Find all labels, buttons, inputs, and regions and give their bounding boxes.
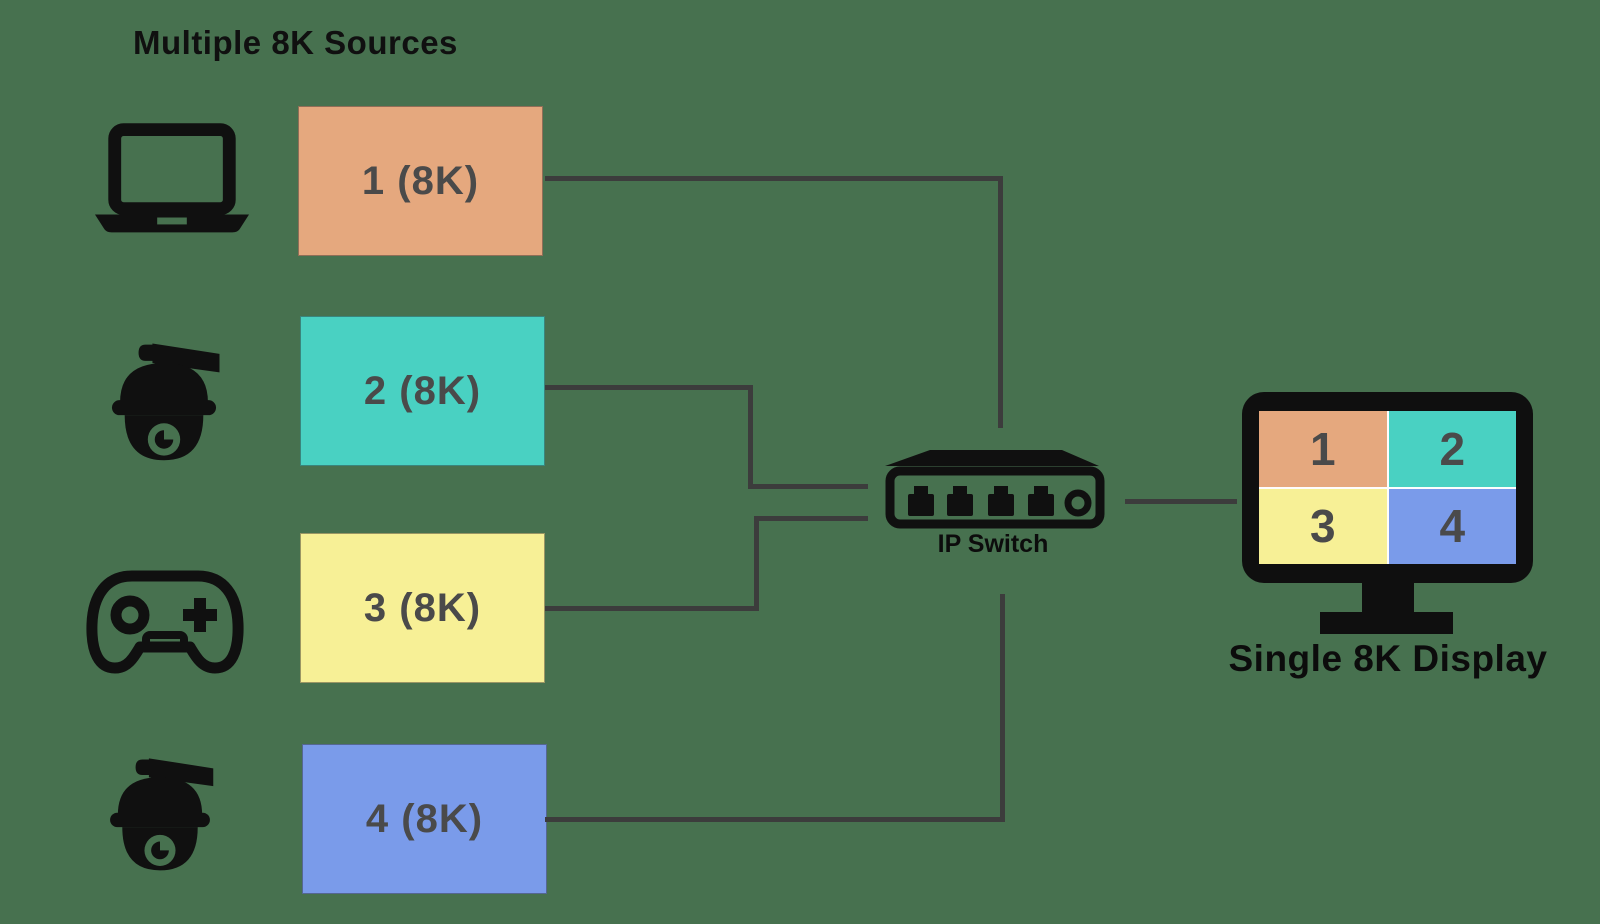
source-box-1-label: 1 (8K)	[361, 158, 480, 203]
display-quadrant-4-label: 4	[1439, 500, 1466, 553]
source-box-4: 4 (8K)	[302, 744, 547, 894]
cable-source3-h1	[545, 606, 759, 611]
cable-source1-v	[998, 176, 1003, 428]
source-box-3: 3 (8K)	[300, 533, 545, 683]
display-label: Single 8K Display	[1228, 638, 1548, 679]
display-quadrant-2-label: 2	[1439, 422, 1466, 475]
display-quadrant-1: 1	[1259, 411, 1387, 487]
monitor-icon: 1 2 3 4	[1242, 392, 1533, 583]
display-quadrant-4: 4	[1388, 488, 1516, 564]
monitor-stand-base	[1320, 612, 1453, 634]
source-box-2: 2 (8K)	[300, 316, 545, 466]
monitor-screen: 1 2 3 4	[1259, 411, 1516, 564]
cable-source1-h	[545, 176, 1003, 181]
source-box-1: 1 (8K)	[298, 106, 543, 256]
laptop-icon	[93, 123, 251, 235]
dome-camera-icon	[103, 755, 217, 897]
cable-source3-v	[754, 516, 759, 611]
ip-switch-icon	[878, 450, 1108, 530]
dome-camera-icon	[106, 340, 222, 488]
display-quadrant-2: 2	[1388, 411, 1516, 487]
cable-source3-h2	[754, 516, 868, 521]
game-controller-icon	[85, 562, 245, 680]
display-quadrant-3-label: 3	[1309, 500, 1336, 553]
ip-switch-label: IP Switch	[937, 530, 1049, 558]
source-box-2-label: 2 (8K)	[363, 368, 482, 413]
cable-source4-h	[545, 817, 1005, 822]
source-box-3-label: 3 (8K)	[363, 585, 482, 630]
display-quadrant-3: 3	[1259, 488, 1387, 564]
diagram-title: Multiple 8K Sources	[133, 24, 458, 61]
source-box-4-label: 4 (8K)	[365, 796, 484, 841]
monitor-stand-neck	[1362, 583, 1414, 614]
display-quadrant-1-label: 1	[1309, 422, 1336, 475]
cable-switch-to-display	[1125, 499, 1237, 504]
cable-source2-v	[748, 385, 753, 489]
cable-source2-h2	[748, 484, 868, 489]
cable-source4-v	[1000, 594, 1005, 822]
cable-source2-h1	[545, 385, 753, 390]
